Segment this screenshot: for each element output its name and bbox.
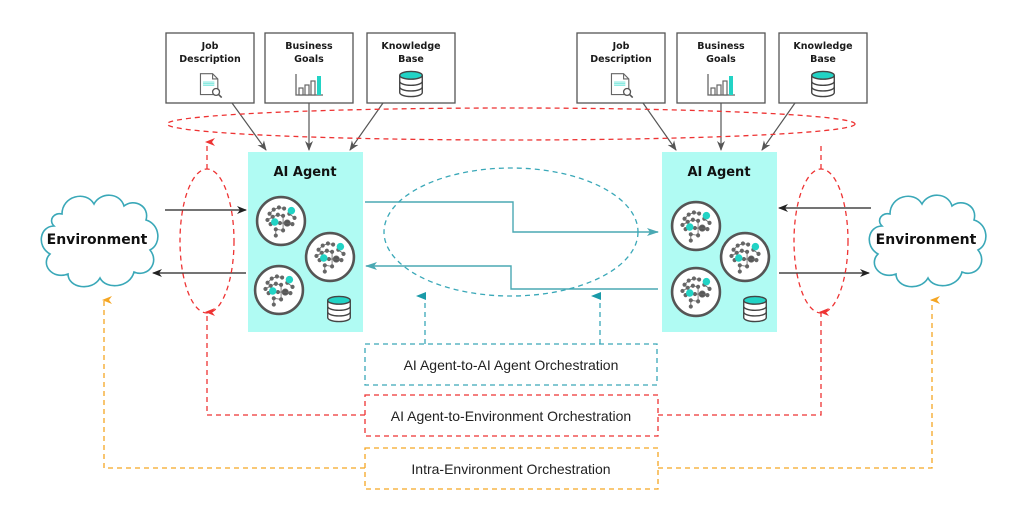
brain-network-icon [255, 195, 307, 247]
input-arrows [231, 102, 796, 151]
database-icon [742, 295, 768, 323]
agent-inputs-orchestration-ellipse [166, 107, 856, 141]
brain-network-icon [304, 231, 356, 283]
orange-connector-right [658, 296, 940, 469]
box-label-line2: Goals [706, 54, 736, 65]
arrow-job-to-agent-1 [231, 102, 267, 151]
environment-2: Environment [868, 194, 987, 288]
box-label-line1: Knowledge [793, 41, 852, 52]
input-box-business-goals: Business Goals [676, 32, 766, 104]
database-icon [811, 70, 835, 98]
input-box-knowledge-base: Knowledge Base [778, 32, 868, 104]
agent-box-1: AI Agent [248, 152, 363, 332]
orange-connector-left [102, 296, 365, 469]
agent-2-title: AI Agent [687, 165, 750, 180]
box-label-line1: Job [201, 41, 219, 52]
red-connector-right [658, 308, 829, 416]
orchestration-label: AI Agent-to-Environment Orchestration [391, 408, 631, 424]
orchestration-label: Intra-Environment Orchestration [411, 461, 610, 477]
arrow-agent2-to-agent1 [365, 262, 658, 290]
box-label-line2: Base [810, 54, 836, 65]
database-icon [399, 70, 423, 98]
brain-network-icon [670, 266, 722, 318]
box-label-line2: Base [398, 54, 424, 65]
orchestration-agent-to-environment: AI Agent-to-Environment Orchestration [364, 394, 659, 437]
environment-1-label: Environment [47, 232, 148, 248]
env-agent-2-orchestration-ellipse [793, 168, 849, 314]
arrow-kb-to-agent-1 [349, 102, 384, 151]
arrow-agent1-to-agent2 [365, 201, 659, 236]
input-box-job-description: Job Description [165, 32, 255, 104]
box-label-line1: Business [285, 41, 333, 52]
brain-network-icon [670, 200, 722, 252]
agent-box-2: AI Agent [662, 152, 777, 332]
agent-2-inputs: Job Description Business Goals Knowledge… [576, 32, 868, 104]
input-box-business-goals: Business Goals [264, 32, 354, 104]
environment-1: Environment [40, 194, 159, 288]
box-label-line2: Goals [294, 54, 324, 65]
red-connector-left [205, 308, 365, 416]
agent-1-title: AI Agent [273, 165, 336, 180]
environment-2-label: Environment [876, 232, 977, 248]
box-label-line1: Job [612, 41, 630, 52]
brain-network-icon [719, 231, 771, 283]
arrow-kb-to-agent-2 [761, 102, 796, 151]
orchestration-intra-environment: Intra-Environment Orchestration [364, 447, 659, 490]
box-label-line2: Description [590, 54, 652, 65]
env-agent-arrows [152, 204, 871, 277]
box-label-line1: Business [697, 41, 745, 52]
env-agent-1-orchestration-ellipse [179, 168, 235, 314]
orchestration-agent-to-agent: AI Agent-to-AI Agent Orchestration [364, 343, 658, 386]
brain-network-icon [253, 264, 305, 316]
box-label-line1: Knowledge [381, 41, 440, 52]
arrow-job-to-agent-2 [642, 102, 677, 151]
input-box-knowledge-base: Knowledge Base [366, 32, 456, 104]
agent-agent-orchestration-ellipse [383, 167, 639, 297]
input-box-job-description: Job Description [576, 32, 666, 104]
orchestration-label: AI Agent-to-AI Agent Orchestration [404, 357, 619, 373]
agent-1-inputs: Job Description Business Goals Knowledge… [165, 32, 456, 104]
box-label-line2: Description [179, 54, 241, 65]
database-icon [326, 295, 352, 323]
agent-agent-links [365, 201, 659, 290]
